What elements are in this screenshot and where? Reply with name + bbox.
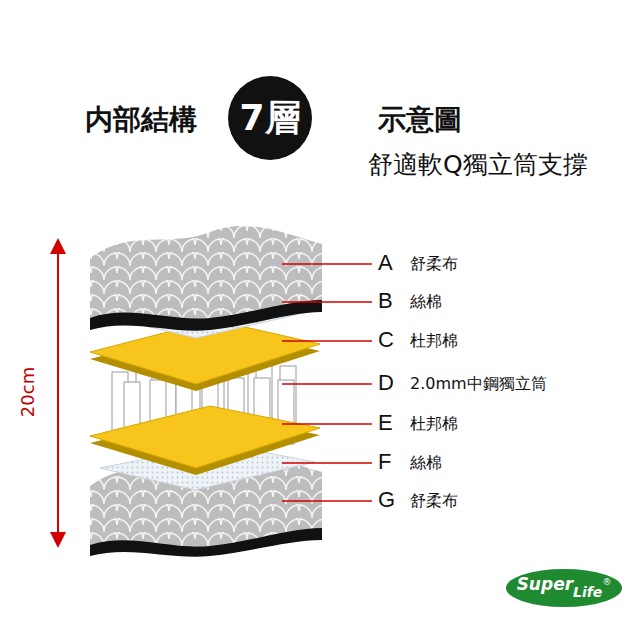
dimension-label: 20cm — [19, 367, 37, 417]
title-part: 内部結構 — [85, 106, 197, 134]
title-part: 示意圖 — [378, 106, 462, 134]
layer-letter: F — [378, 451, 391, 473]
subtitle: 舒適軟Q獨立筒支撐 — [368, 152, 588, 177]
layer-letter: C — [378, 329, 394, 351]
layer-name: 舒柔布 — [410, 493, 458, 509]
layer-name: 絲棉 — [410, 455, 442, 471]
layer-name: 杜邦棉 — [410, 333, 458, 349]
layer-letter: B — [378, 290, 393, 312]
layer-name: 舒柔布 — [410, 256, 458, 272]
node-text: 7層 — [239, 100, 300, 136]
layer-letter: A — [378, 252, 393, 274]
leader-lines — [282, 264, 372, 501]
node-text: ® — [602, 578, 611, 587]
layer-letter: D — [378, 372, 394, 394]
node-text: Life — [573, 585, 602, 599]
layer-name: 2.0mm中鋼獨立筒 — [410, 376, 547, 392]
layer-letter: G — [378, 489, 395, 511]
node-text: Super — [517, 576, 573, 593]
layer-count-badge: 7層 — [228, 76, 312, 160]
layer-name: 絲棉 — [410, 294, 442, 310]
layer-name: 杜邦棉 — [410, 416, 458, 432]
layer-letter: E — [378, 412, 393, 434]
brand-logo: SuperLife® — [503, 566, 625, 610]
dimension-arrow — [57, 246, 59, 540]
